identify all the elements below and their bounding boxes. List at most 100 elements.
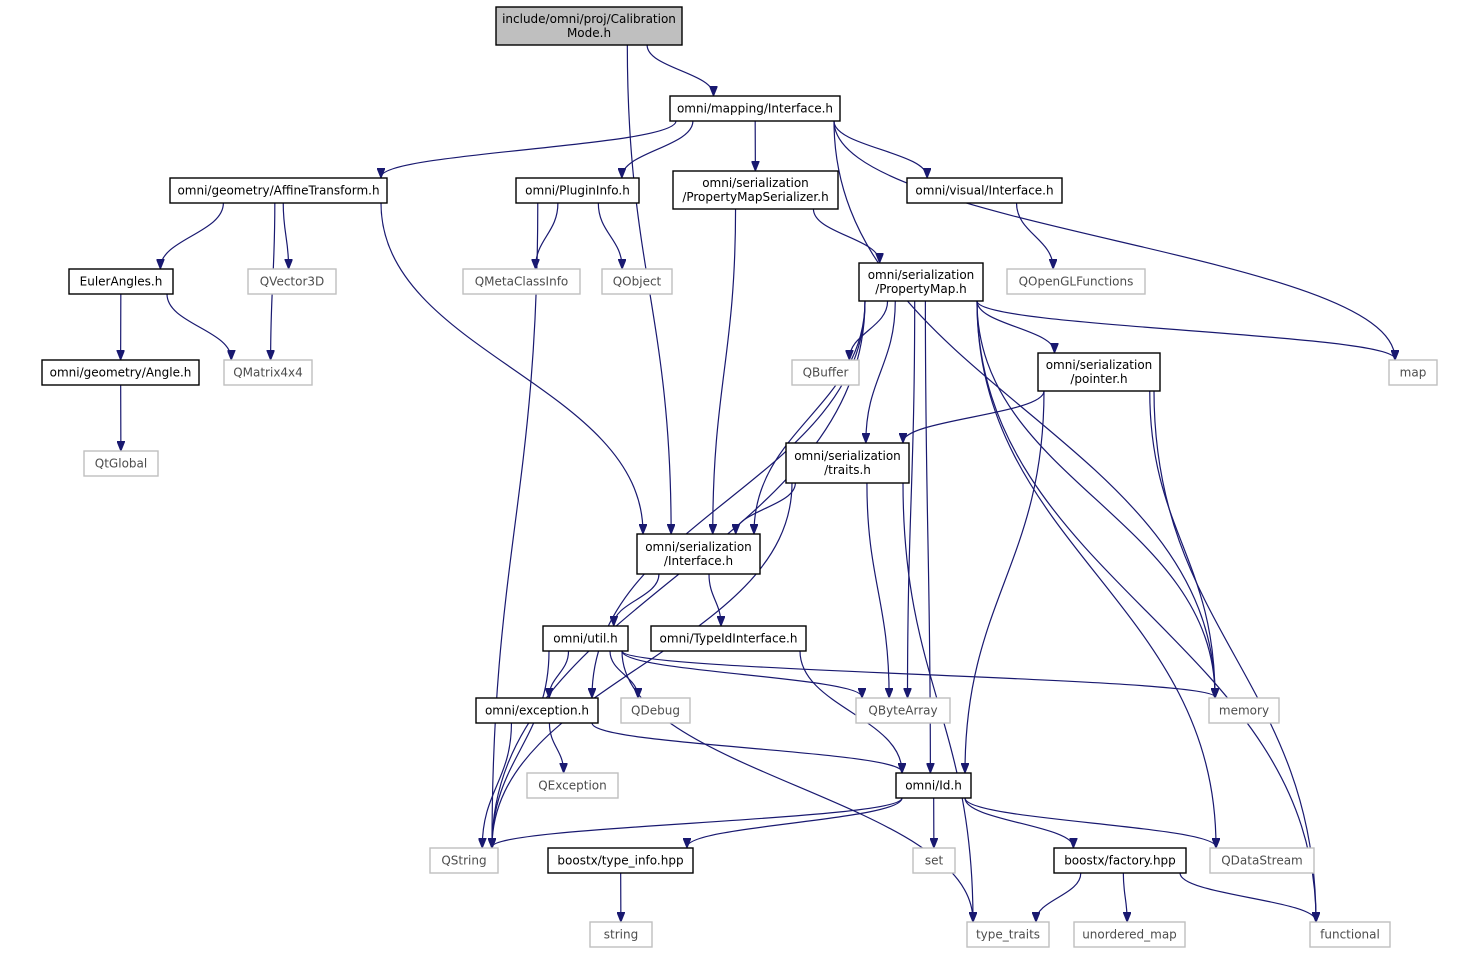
node-box <box>526 772 619 799</box>
node-id[interactable]: omni/Id.h <box>895 772 972 799</box>
node-traits[interactable]: omni/serialization/traits.h <box>785 442 910 484</box>
edge-id-to-qstring <box>492 797 903 847</box>
node-box <box>966 921 1050 948</box>
node-functional: functional <box>1309 921 1391 948</box>
node-qstring: QString <box>429 847 499 874</box>
edge-propertymap-to-ser-interface <box>754 300 866 533</box>
edge-propertymap-to-map <box>976 300 1395 359</box>
node-angle[interactable]: omni/geometry/Angle.h <box>41 359 200 386</box>
node-label: QObject <box>613 275 662 289</box>
edge-plugininfo-to-qmetaclassinfo <box>536 202 559 268</box>
node-qtglobal: QtGlobal <box>83 450 159 477</box>
edge-util-to-qdebug <box>609 650 638 697</box>
node-ser-interface[interactable]: omni/serialization/Interface.h <box>636 533 761 575</box>
node-util[interactable]: omni/util.h <box>542 625 629 652</box>
node-label: map <box>1400 366 1427 380</box>
node-label: /pointer.h <box>1070 372 1127 386</box>
node-box <box>1073 921 1186 948</box>
node-box <box>669 95 841 122</box>
node-label: QString <box>441 854 486 868</box>
edge-traits-to-ser-interface <box>736 482 796 533</box>
edge-factory-to-functional <box>1179 872 1316 921</box>
edge-mapping-interface-to-memory <box>833 120 1215 697</box>
node-label: QBuffer <box>803 366 849 380</box>
node-pms[interactable]: omni/serialization/PropertyMapSerializer… <box>672 170 839 210</box>
edge-util-to-memory <box>621 650 1215 697</box>
node-box <box>672 170 839 210</box>
node-label: /traits.h <box>824 463 871 477</box>
node-box <box>912 847 956 874</box>
node-affine[interactable]: omni/geometry/AffineTransform.h <box>169 177 388 204</box>
node-qdatastream: QDataStream <box>1209 847 1315 874</box>
edge-typeid-to-id <box>799 650 902 772</box>
node-label: QDebug <box>631 704 680 718</box>
node-memory: memory <box>1208 697 1280 724</box>
node-box <box>1037 352 1161 392</box>
edge-exception-to-id <box>591 722 902 772</box>
edge-propertymap-to-pointer <box>976 300 1055 352</box>
node-box <box>650 625 807 652</box>
node-visual-interface[interactable]: omni/visual/Interface.h <box>906 177 1063 204</box>
edge-plugininfo-to-qobject <box>597 202 622 268</box>
node-label: boostx/type_info.hpp <box>557 854 683 868</box>
node-label: QtGlobal <box>95 457 147 471</box>
edge-pms-to-ser-interface <box>713 208 737 533</box>
node-pointer[interactable]: omni/serialization/pointer.h <box>1037 352 1161 392</box>
node-typeid[interactable]: omni/TypeIdInterface.h <box>650 625 807 652</box>
node-propertymap[interactable]: omni/serialization/PropertyMap.h <box>858 262 984 302</box>
node-label: QException <box>538 779 607 793</box>
node-label: QMatrix4x4 <box>233 366 303 380</box>
node-box <box>906 177 1063 204</box>
node-label: QOpenGLFunctions <box>1019 275 1134 289</box>
edge-mapping-interface-to-map <box>833 120 1395 359</box>
node-box <box>620 697 691 724</box>
node-box <box>1053 847 1187 874</box>
node-label: omni/serialization <box>868 268 975 282</box>
node-label: set <box>925 854 944 868</box>
edge-mapping-interface-to-plugininfo <box>622 120 694 177</box>
node-typeinfo[interactable]: boostx/type_info.hpp <box>547 847 694 874</box>
edge-propertymap-to-memory <box>976 300 1215 697</box>
node-plugininfo[interactable]: omni/PluginInfo.h <box>515 177 640 204</box>
edge-pointer-to-functional <box>1153 390 1316 921</box>
edge-pointer-to-memory <box>1149 390 1215 697</box>
node-label: QByteArray <box>868 704 937 718</box>
edge-propertymap-to-qbuffer <box>849 300 889 359</box>
edge-util-to-exception <box>549 650 570 697</box>
node-qexception: QException <box>526 772 619 799</box>
edge-affine-to-ser-interface <box>380 202 643 533</box>
node-box <box>68 268 174 295</box>
node-label: omni/visual/Interface.h <box>915 184 1053 198</box>
node-label: omni/PluginInfo.h <box>525 184 630 198</box>
node-box <box>83 450 159 477</box>
edge-traits-to-qbytearray <box>866 482 889 697</box>
node-euler[interactable]: EulerAngles.h <box>68 268 174 295</box>
node-label: omni/geometry/Angle.h <box>50 366 192 380</box>
node-qmatrix4x4: QMatrix4x4 <box>223 359 313 386</box>
node-label: functional <box>1320 928 1380 942</box>
node-label: omni/exception.h <box>485 704 589 718</box>
node-factory[interactable]: boostx/factory.hpp <box>1053 847 1187 874</box>
node-qobject: QObject <box>601 268 673 295</box>
node-set: set <box>912 847 956 874</box>
node-box <box>515 177 640 204</box>
node-qopenglfunctions: QOpenGLFunctions <box>1006 268 1146 295</box>
node-label: omni/util.h <box>553 632 617 646</box>
node-box <box>785 442 910 484</box>
edge-propertymap-to-id <box>924 300 930 772</box>
node-map: map <box>1388 359 1438 386</box>
node-label: omni/Id.h <box>905 779 962 793</box>
node-label: include/omni/proj/Calibration <box>502 12 676 26</box>
node-exception[interactable]: omni/exception.h <box>475 697 599 724</box>
edge-mapping-interface-to-visual-interface <box>833 120 927 177</box>
edge-euler-to-qmatrix4x4 <box>166 293 231 359</box>
edge-root-to-mapping-interface <box>646 44 713 95</box>
node-qbuffer: QBuffer <box>791 359 860 386</box>
node-mapping-interface[interactable]: omni/mapping/Interface.h <box>669 95 841 122</box>
node-box <box>1209 847 1315 874</box>
node-qmetaclassinfo: QMetaClassInfo <box>462 268 581 295</box>
node-box <box>1006 268 1146 295</box>
node-box <box>547 847 694 874</box>
edge-ser-interface-to-typeid <box>708 573 721 625</box>
